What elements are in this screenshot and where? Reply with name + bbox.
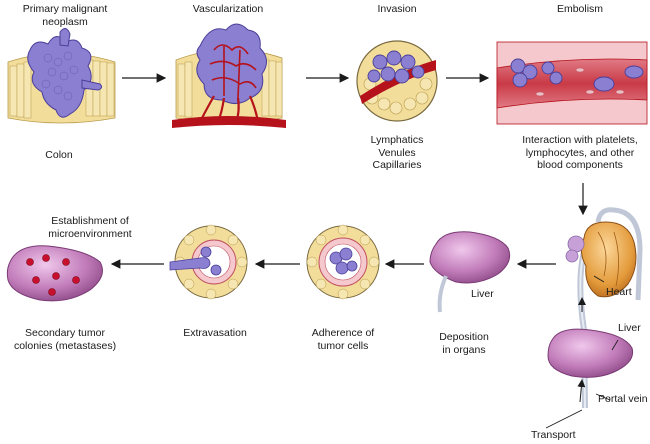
adherence-illustration [306, 224, 380, 300]
circulation-illustration [545, 207, 643, 429]
liver-deposition-label: Liver [471, 288, 494, 300]
embolism-sub-line2: lymphocytes, and other [525, 146, 635, 159]
primary-neoplasm-line2: neoplasm [42, 15, 88, 28]
embolism-illustration [496, 41, 648, 125]
secondary-line2: colonies (metastases) [13, 339, 117, 352]
embolism-sub-line3: blood components [537, 159, 623, 171]
deposition-liver-illustration [429, 231, 511, 313]
heart-shape [565, 221, 637, 298]
embolism-label: Embolism [556, 3, 604, 15]
invasion-illustration [356, 40, 438, 122]
secondary-tumor-label: Secondary tumor colonies (metastases) [0, 327, 130, 352]
metastasis-spots [26, 254, 80, 296]
colon-label: Colon [45, 149, 73, 161]
primary-neoplasm-label: Primary malignant neoplasm [0, 3, 130, 28]
establishment-label: Establishment of microenvironment [30, 215, 150, 240]
transport-label: Transport [531, 429, 576, 441]
vascularization-label: Vascularization [192, 3, 264, 15]
deposition-label: Deposition in organs [424, 331, 504, 356]
invasion-label: Invasion [377, 3, 417, 15]
deposition-line1: Deposition [439, 331, 489, 343]
lymphatics-text: Lymphatics [370, 134, 424, 146]
heart-label: Heart [606, 286, 632, 298]
embolism-sub-line1: Interaction with platelets, [522, 134, 638, 146]
adherence-line2: tumor cells [317, 339, 369, 352]
establishment-line1: Establishment of [51, 215, 129, 227]
adherence-line1: Adherence of [311, 327, 375, 339]
portal-vein-label: Portal vein [598, 393, 648, 405]
extravasation-illustration [169, 224, 248, 300]
tumor-cell-texture [41, 51, 79, 101]
liver-portal-label: Liver [618, 322, 641, 334]
capillaries-text: Capillaries [372, 159, 422, 171]
deposition-line2: in organs [442, 343, 486, 356]
primary-neoplasm-illustration [7, 28, 116, 124]
extravasation-label: Extravasation [183, 327, 247, 339]
establishment-line2: microenvironment [48, 227, 132, 240]
vascularization-illustration [172, 23, 286, 128]
venules-text: Venules [378, 146, 416, 159]
invasion-sublabel: Lymphatics Venules Capillaries [352, 134, 442, 172]
portal-liver-shape [547, 328, 634, 378]
top-flow-arrows [122, 73, 588, 216]
primary-neoplasm-line1: Primary malignant [22, 3, 108, 15]
embolism-sublabel: Interaction with platelets, lymphocytes,… [512, 134, 648, 172]
adherence-label: Adherence of tumor cells [298, 327, 388, 352]
tumor-vessel-network [209, 44, 257, 99]
secondary-line1: Secondary tumor [25, 327, 105, 339]
secondary-tumor-liver-illustration [6, 245, 103, 302]
